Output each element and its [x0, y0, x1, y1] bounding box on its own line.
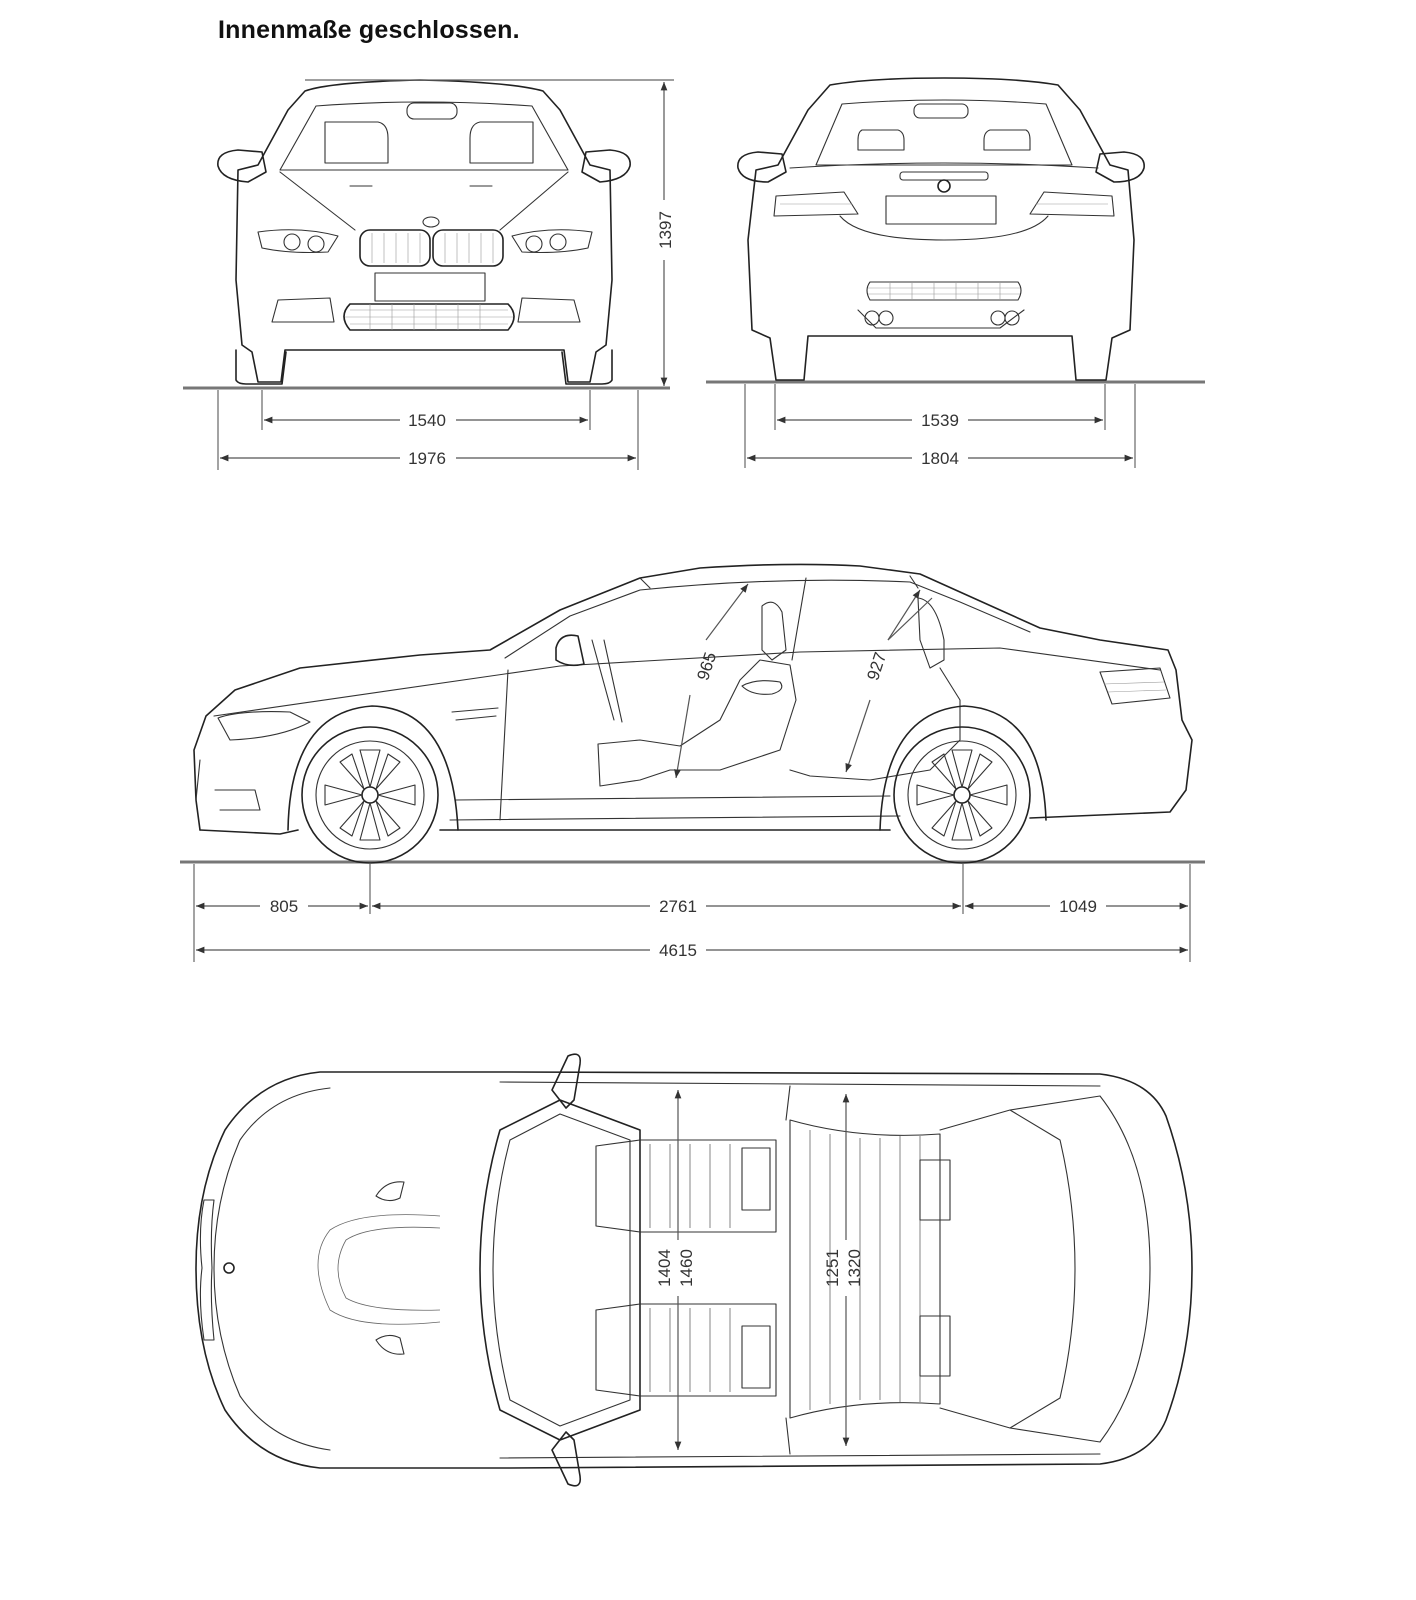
- rear-dimensions: [744, 384, 1136, 468]
- rear-track-label: 1539: [921, 411, 959, 430]
- rear-elbow-width-label: 1320: [845, 1249, 864, 1287]
- side-dimensions: [193, 864, 1191, 962]
- rear-shoulder-width-label: 1251: [823, 1249, 842, 1287]
- top-view-drawing: [195, 1053, 1193, 1487]
- front-dimensions: [217, 79, 674, 470]
- front-headroom-label: 965: [693, 650, 720, 683]
- page-title: Innenmaße geschlossen.: [218, 16, 520, 44]
- front-track-label: 1540: [408, 411, 446, 430]
- length-label: 4615: [659, 941, 697, 960]
- rear-view-drawing: [706, 77, 1205, 384]
- front-width-label: 1976: [408, 449, 446, 468]
- front-view-drawing: [183, 79, 670, 390]
- front-elbow-width-label: 1460: [677, 1249, 696, 1287]
- front-overhang-label: 805: [270, 897, 298, 916]
- rear-headroom-label: 927: [863, 650, 890, 683]
- front-height-label: 1397: [656, 211, 675, 249]
- front-shoulder-width-label: 1404: [655, 1249, 674, 1287]
- rear-overhang-label: 1049: [1059, 897, 1097, 916]
- wheelbase-label: 2761: [659, 897, 697, 916]
- rear-width-label: 1804: [921, 449, 959, 468]
- side-view-drawing: [180, 563, 1205, 864]
